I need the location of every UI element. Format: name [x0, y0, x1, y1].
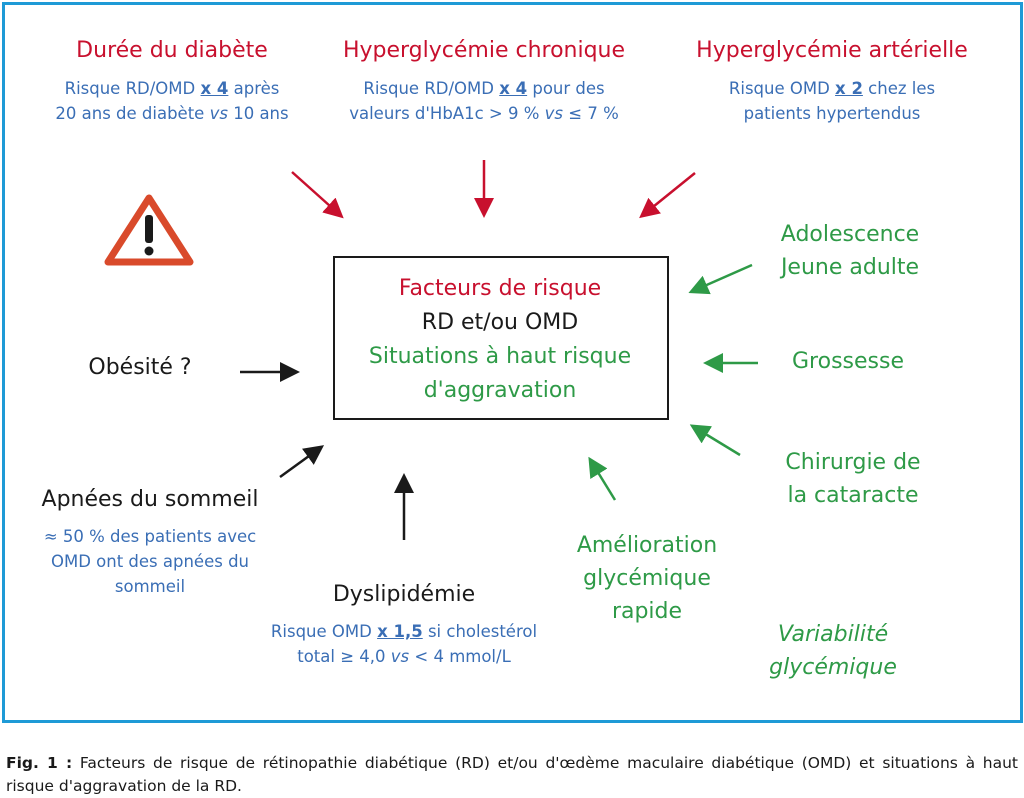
cataract-label-2: la cataracte	[787, 483, 919, 508]
center-aggravation: d'aggravation	[423, 378, 577, 403]
adolescence-label: Adolescence	[780, 222, 920, 247]
factor-duration-desc: Risque RD/OMD x 4 après 20 ans de diabèt…	[55, 79, 289, 123]
improvement-label-1: Amélioration	[576, 533, 718, 558]
factor-duration-title: Durée du diabète	[76, 38, 268, 63]
arrow-arterial	[639, 172, 696, 219]
factor-chronic-hyperglycemia-title: Hyperglycémie chronique	[342, 38, 626, 63]
arrow-duration	[291, 171, 344, 219]
center-title: Facteurs de risque	[398, 276, 602, 301]
improvement-label-3: rapide	[611, 599, 683, 624]
dyslipidemia-title: Dyslipidémie	[332, 582, 476, 607]
arrow-improvement	[588, 456, 617, 501]
arrow-adolescence	[688, 263, 753, 295]
obesity-label: Obésité ?	[88, 355, 192, 380]
dyslipidemia-desc: Risque OMD x 1,5 si cholestérol total ≥ …	[270, 622, 538, 666]
warning-icon	[104, 194, 194, 266]
center-situations: Situations à haut risque	[368, 344, 632, 369]
cataract-label-1: Chirurgie de	[785, 450, 921, 475]
variability-label-1: Variabilité	[777, 622, 889, 647]
improvement-label-2: glycémique	[583, 566, 711, 591]
center-box	[333, 256, 669, 420]
apnea-title: Apnées du sommeil	[41, 487, 259, 512]
arrows-layer	[104, 160, 758, 540]
figure-frame	[2, 2, 1023, 723]
arrow-apnea	[279, 445, 325, 479]
center-subtitle: RD et/ou OMD	[421, 310, 579, 335]
factor-arterial-desc: Risque OMD x 2 chez les patients hyperte…	[728, 79, 936, 123]
factor-chronic-hyperglycemia-desc: Risque RD/OMD x 4 pour des valeurs d'HbA…	[349, 79, 619, 123]
young-adult-label: Jeune adulte	[780, 255, 920, 280]
variability-label-2: glycémique	[769, 655, 897, 680]
pregnancy-label: Grossesse	[792, 349, 904, 374]
arrow-cataract	[689, 424, 741, 457]
factor-arterial-title: Hyperglycémie artérielle	[696, 38, 968, 63]
figure-caption: Fig. 1 : Facteurs de risque de rétinopat…	[6, 754, 1018, 795]
